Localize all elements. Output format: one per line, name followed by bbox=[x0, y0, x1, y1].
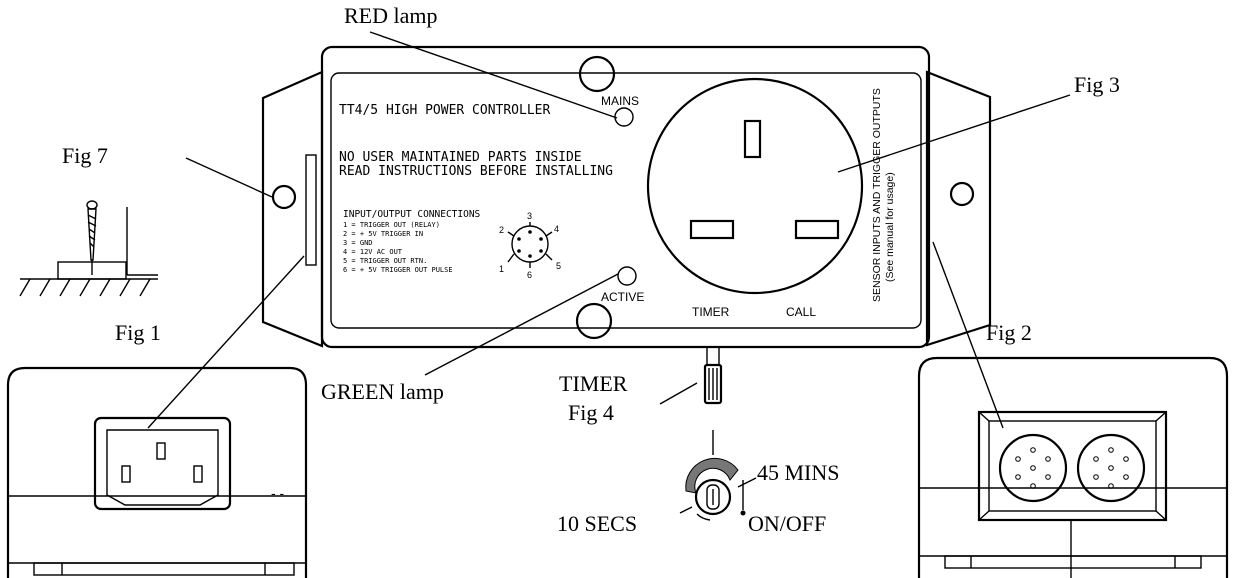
fig3-leader bbox=[837, 94, 1071, 173]
fig2-leader bbox=[932, 241, 1004, 429]
connection-2: 2 = + 5V TRIGGER IN bbox=[343, 230, 423, 238]
pin-1: 1 bbox=[499, 264, 504, 274]
fig1-label: Fig 1 bbox=[115, 320, 161, 345]
controller-enclosure bbox=[320, 45, 931, 349]
min-setting-leader bbox=[679, 506, 693, 514]
socket-earth-pin bbox=[743, 119, 762, 159]
onoff-label: ON/OFF bbox=[748, 511, 826, 536]
panel-warning-1: NO USER MAINTAINED PARTS INSIDE bbox=[339, 150, 582, 165]
left-bracket bbox=[261, 70, 324, 348]
red-lamp-label: RED lamp bbox=[344, 3, 438, 28]
pin-5: 5 bbox=[556, 261, 561, 271]
max-setting-label: 45 MINS bbox=[757, 460, 840, 485]
fig7-label: Fig 7 bbox=[62, 143, 108, 168]
bottom-cap bbox=[575, 302, 613, 340]
fig2-din-socket-unit bbox=[917, 356, 1229, 578]
timer-panel-label: TIMER bbox=[692, 305, 730, 319]
panel-title: TT4/5 HIGH POWER CONTROLLER bbox=[339, 103, 550, 118]
top-cap bbox=[578, 55, 616, 93]
fig4-label: Fig 4 bbox=[568, 400, 614, 425]
connections-title: INPUT/OUTPUT CONNECTIONS bbox=[343, 209, 481, 220]
pin-3: 3 bbox=[527, 211, 532, 221]
connection-4: 4 = 12V AC OUT bbox=[343, 248, 403, 256]
call-panel-label: CALL bbox=[786, 305, 816, 319]
left-bracket-slot bbox=[305, 154, 317, 266]
pin-6: 6 bbox=[527, 270, 532, 280]
fig3-label: Fig 3 bbox=[1074, 72, 1120, 97]
green-lamp-label: GREEN lamp bbox=[321, 379, 444, 404]
green-lamp bbox=[617, 266, 637, 286]
fig2-label: Fig 2 bbox=[986, 320, 1032, 345]
pin-2: 2 bbox=[499, 225, 504, 235]
socket-live-pin bbox=[689, 219, 735, 240]
front-panel bbox=[330, 72, 922, 329]
fig7-screw-illustration bbox=[19, 200, 158, 297]
timer-callout-label: TIMER bbox=[559, 371, 628, 396]
max-setting-leader bbox=[737, 477, 757, 488]
connection-1: 1 = TRIGGER OUT (RELAY) bbox=[343, 221, 440, 229]
fig1-iec-inlet-unit: - - bbox=[6, 366, 308, 578]
pin-4: 4 bbox=[554, 224, 559, 234]
side-text-1: SENSOR INPUTS AND TRIGGER OUTPUTS bbox=[871, 88, 883, 302]
connection-3: 3 = GND bbox=[343, 239, 373, 247]
red-lamp bbox=[614, 107, 634, 127]
mains-label: MAINS bbox=[601, 94, 639, 108]
right-mounting-hole bbox=[949, 181, 975, 207]
active-label: ACTIVE bbox=[601, 290, 644, 304]
left-mounting-hole bbox=[271, 184, 297, 210]
fig7-leader bbox=[185, 157, 273, 198]
min-setting-label: 10 SECS bbox=[557, 511, 637, 536]
fig1-leader bbox=[147, 255, 305, 429]
mains-socket bbox=[646, 77, 864, 295]
side-text-2: (See manual for usage) bbox=[884, 172, 896, 282]
fig1-dash-label: - - bbox=[271, 485, 285, 501]
panel-warning-2: READ INSTRUCTIONS BEFORE INSTALLING bbox=[339, 164, 613, 179]
connection-5: 5 = TRIGGER OUT RTN. bbox=[343, 257, 427, 265]
socket-neutral-pin bbox=[794, 219, 840, 240]
green-lamp-leader bbox=[424, 273, 619, 376]
din-pinout: 3 4 5 6 1 2 bbox=[499, 211, 561, 280]
connection-6: 6 = + 5V TRIGGER OUT PULSE bbox=[343, 266, 453, 274]
timer-leader bbox=[659, 382, 698, 405]
timer-dial bbox=[685, 457, 746, 521]
timer-knob bbox=[703, 346, 723, 455]
right-bracket bbox=[925, 70, 992, 347]
